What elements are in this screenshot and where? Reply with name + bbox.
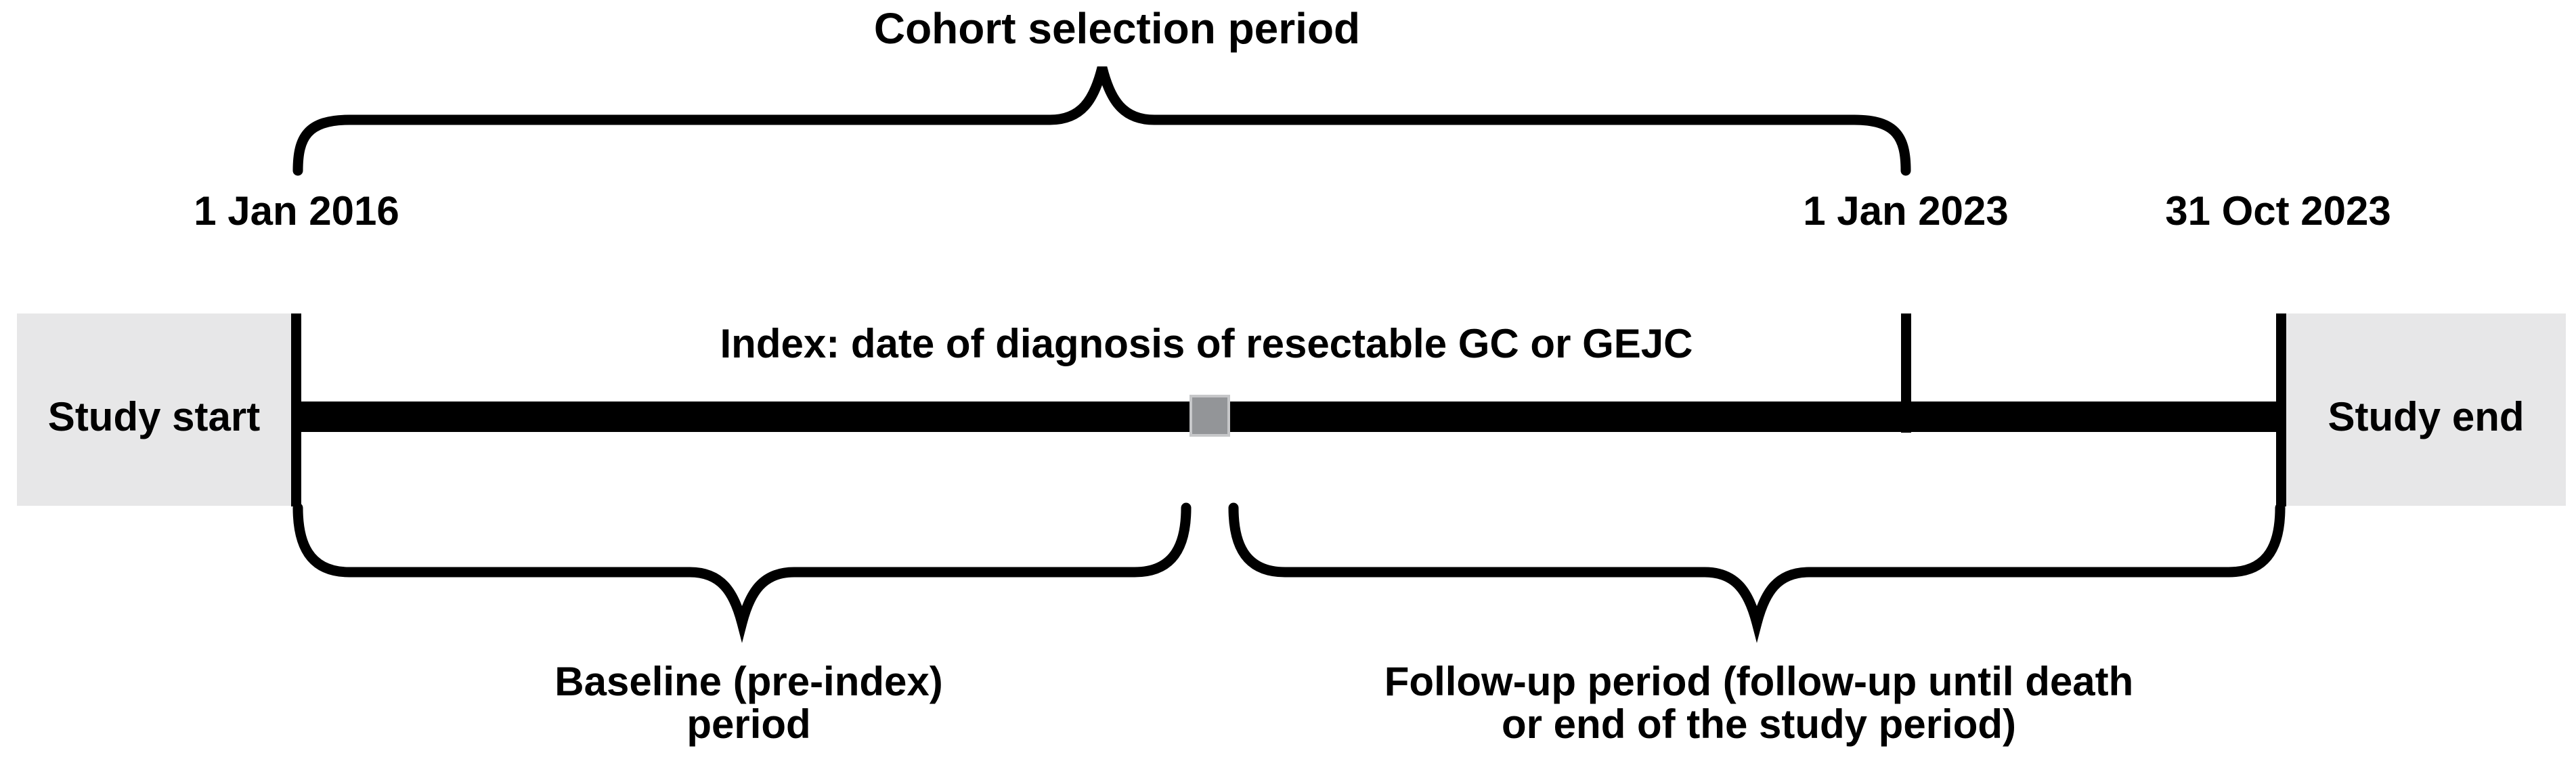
followup-period-brace: [1228, 502, 2286, 643]
cohort-selection-period-title: Cohort selection period: [873, 4, 1361, 53]
study-start-box-label: Study start: [47, 394, 261, 439]
cohort-selection-end-tick: [1901, 313, 1911, 433]
cohort-selection-brace: [292, 66, 1911, 176]
index-date-label: Index: date of diagnosis of resectable G…: [720, 321, 1693, 366]
index-date-marker: [1189, 395, 1230, 437]
baseline-period-line2: period: [686, 701, 811, 747]
followup-period-line2: or end of the study period): [1502, 701, 2016, 747]
date-label-31-oct-2023: 31 Oct 2023: [2165, 188, 2391, 234]
followup-period-label: Follow-up period (follow-up until death …: [1384, 660, 2133, 745]
study-end-tick: [2276, 313, 2286, 506]
date-label-1-jan-2016: 1 Jan 2016: [194, 188, 399, 234]
study-end-box-label: Study end: [2328, 394, 2525, 439]
date-label-1-jan-2023: 1 Jan 2023: [1803, 188, 2009, 234]
baseline-period-brace: [292, 502, 1192, 643]
followup-period-line1: Follow-up period (follow-up until death: [1384, 659, 2134, 704]
study-end-box: Study end: [2286, 313, 2566, 506]
baseline-period-line1: Baseline (pre-index): [554, 659, 943, 704]
timeline-bar: [296, 402, 2282, 432]
study-start-box: Study start: [17, 313, 291, 506]
baseline-period-label: Baseline (pre-index) period: [554, 660, 943, 745]
